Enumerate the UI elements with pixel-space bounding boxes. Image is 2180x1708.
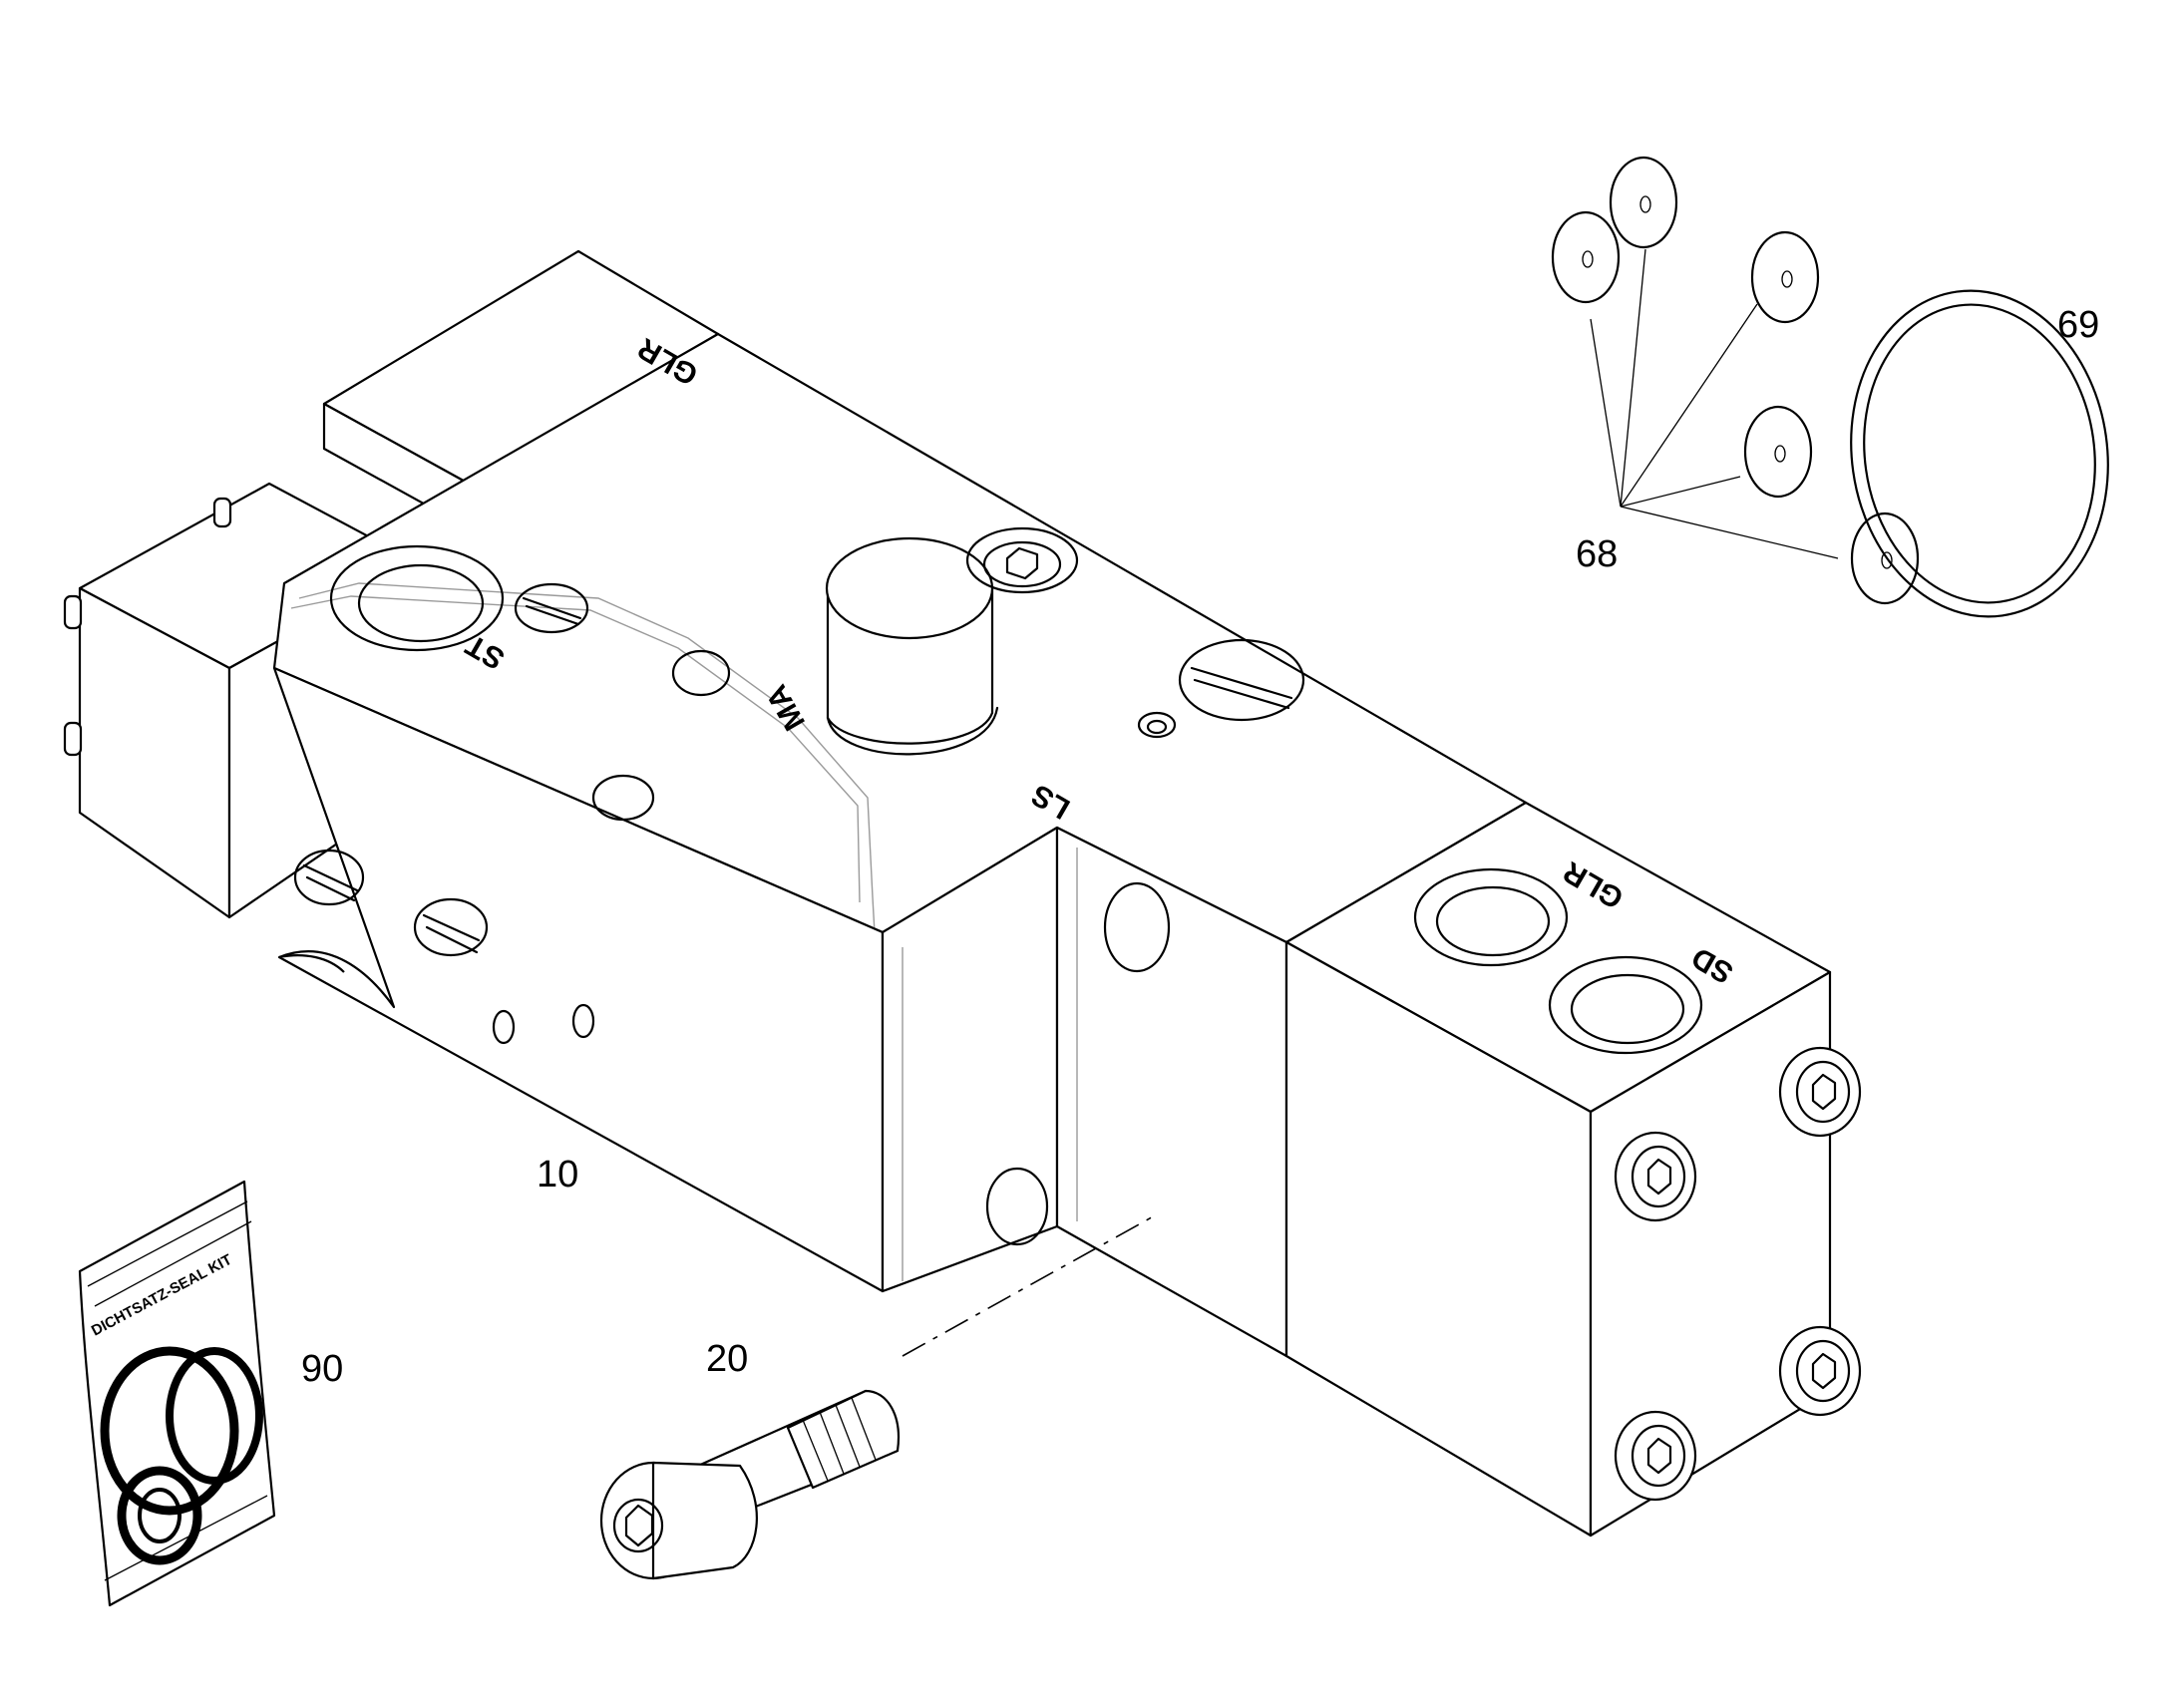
callout-valve-body: 10 xyxy=(537,1154,578,1196)
o-ring xyxy=(1850,289,2109,618)
callout-small-seals: 68 xyxy=(1576,533,1618,575)
plug-screw-st xyxy=(514,582,589,634)
small-port-top xyxy=(1137,711,1177,739)
plug-screw-ls xyxy=(1178,638,1305,722)
callout-o-ring: 69 xyxy=(2057,304,2099,346)
small-seals xyxy=(1551,156,1920,605)
front-end-block xyxy=(1284,801,1832,1537)
callout-seal-kit: 90 xyxy=(301,1348,343,1390)
hex-plug-rear xyxy=(965,526,1079,594)
port-ma-cap xyxy=(825,536,999,756)
port-glr-front xyxy=(1413,867,1569,967)
callout-screw: 20 xyxy=(706,1338,748,1380)
port-st xyxy=(329,544,505,652)
end-face-screws xyxy=(1614,1046,1862,1502)
socket-head-screw xyxy=(599,1213,1158,1580)
seal-kit-bag: DICHTSATZ-SEAL KIT xyxy=(78,1180,276,1607)
port-sd xyxy=(1548,955,1703,1055)
valve-body: GLR ST MA LS GLR SD xyxy=(63,249,1862,1537)
side-plugs-left xyxy=(293,849,489,957)
